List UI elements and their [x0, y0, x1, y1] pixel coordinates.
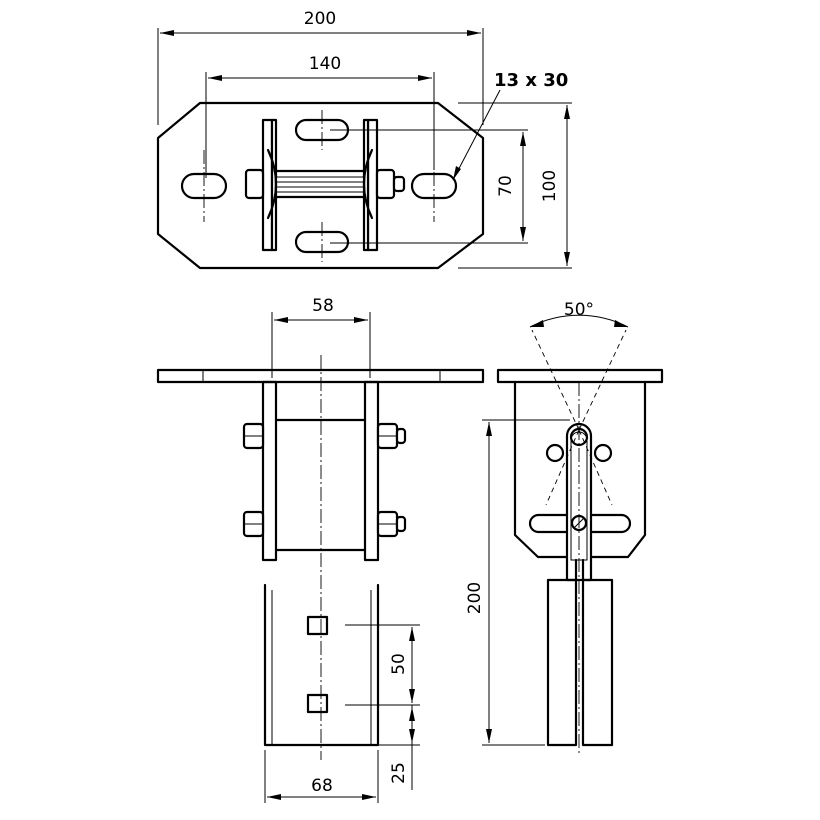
- dim-hole-offset: 25: [389, 762, 409, 784]
- dim-hole-pitch: 50: [389, 653, 409, 675]
- dim-slot-size: 13 x 30: [494, 70, 568, 91]
- bolt-upper-left: [242, 422, 265, 450]
- front-bracket-right: [363, 380, 380, 562]
- side-leg-left: [546, 578, 578, 747]
- dim-slot-distance: 70: [496, 175, 516, 197]
- side-bolt-left: [545, 443, 565, 463]
- side-top-plate: [496, 368, 664, 384]
- channel-hole-lower: [306, 693, 329, 714]
- nut-right: [375, 168, 396, 200]
- bolt-lower-left: [242, 510, 265, 538]
- dim-top-height: 100: [540, 170, 560, 202]
- side-leg-right: [581, 578, 614, 747]
- bolt-end-right: [392, 175, 406, 193]
- hinge-pipe: [274, 169, 366, 199]
- front-top-plate: [156, 368, 485, 384]
- bolt-lower-right: [376, 510, 407, 538]
- nut-left: [244, 168, 265, 200]
- front-view: 58 50 25 68: [156, 296, 485, 803]
- channel-hole-upper: [306, 615, 329, 636]
- front-bracket-left: [261, 380, 278, 562]
- side-plate-left-a: [261, 118, 274, 252]
- top-base-plate: [156, 101, 485, 270]
- side-view: 50° 200: [465, 300, 664, 755]
- side-plate-right-a: [366, 118, 379, 252]
- dim-front-width: 58: [312, 296, 334, 316]
- dim-hole-spacing: 140: [309, 54, 341, 74]
- bolt-upper-right: [376, 422, 407, 450]
- side-bolt-right: [593, 443, 613, 463]
- dim-overall-height: 200: [465, 582, 485, 614]
- dim-channel-width: 68: [311, 776, 333, 796]
- dim-top-width: 200: [304, 9, 336, 29]
- front-channel: [263, 583, 380, 747]
- top-view: 200 140 13 x 30 70 100: [156, 9, 572, 270]
- dim-tilt-angle: 50°: [564, 300, 594, 320]
